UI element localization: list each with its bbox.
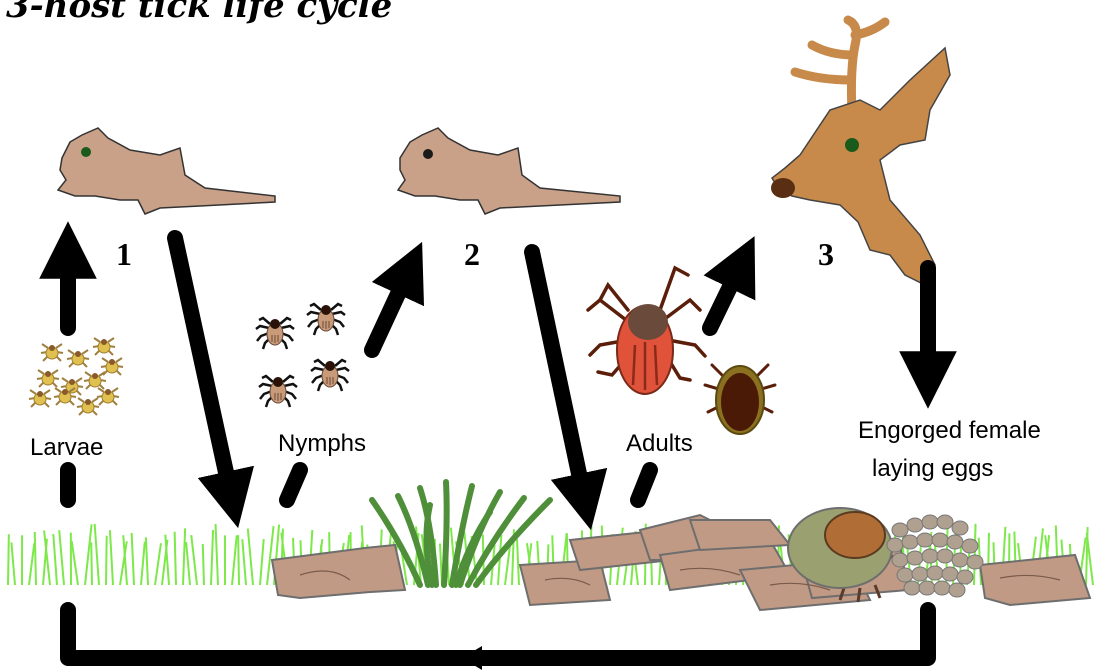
adult-male-tick [705,365,775,434]
larvae-cluster [29,338,123,415]
label-nymphs: Nymphs [278,427,366,461]
rodent-2-eye [423,149,433,159]
host-number-3: 3 [818,236,834,273]
deer-host-3 [771,20,950,285]
host-number-1: 1 [116,236,132,273]
label-engorged-line-2: laying eggs [872,452,993,486]
arrow-ground-to-nymphs-stub [287,470,300,500]
bottom-arrow-head [462,646,482,670]
adult-female-tick [588,268,705,394]
label-larvae: Larvae [30,431,103,465]
rodent-host-1 [58,128,275,214]
label-adults: Adults [626,427,693,461]
host-number-2: 2 [464,236,480,273]
label-engorged-line-1: Engorged female [858,414,1041,448]
arrow-adults-to-host-3 [710,262,742,328]
nymphs-cluster [256,304,349,407]
arrow-host-1-to-ground [175,238,232,500]
arrow-ground-to-adults-stub [638,470,650,500]
arrow-nymphs-to-host-2 [372,268,410,350]
rodent-host-2 [398,128,620,214]
arrow-host-2-to-ground [532,252,585,502]
rodent-1-eye [81,147,91,157]
